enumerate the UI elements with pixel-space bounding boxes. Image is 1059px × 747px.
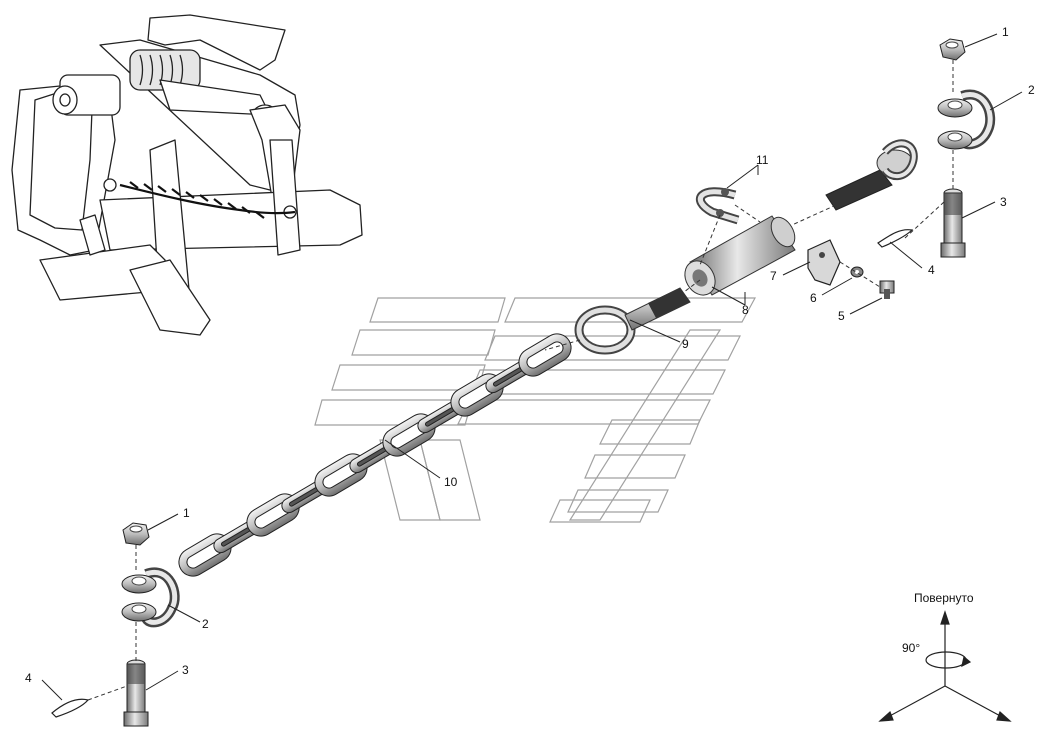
background-logo xyxy=(314,297,757,523)
pin-3-right xyxy=(940,188,966,258)
lock-7 xyxy=(807,239,841,286)
nut-1-left xyxy=(122,522,150,546)
cotter-pin-4-left xyxy=(51,698,90,718)
shackle-2-right xyxy=(937,89,996,150)
callout-1-right: 1 xyxy=(1002,25,1009,39)
chain xyxy=(178,333,572,577)
rotation-label: Повернуто xyxy=(914,591,974,605)
callout-7: 7 xyxy=(770,269,777,283)
leader-lines xyxy=(41,33,1023,701)
tractor-hitch-inset xyxy=(11,14,363,336)
callout-3-left: 3 xyxy=(182,663,189,677)
callout-4-left: 4 xyxy=(25,671,32,685)
washer-6 xyxy=(850,266,864,278)
callout-9: 9 xyxy=(682,337,689,351)
callout-1-left: 1 xyxy=(183,506,190,520)
callout-2-left: 2 xyxy=(202,617,209,631)
rotation-axis-icon xyxy=(878,610,1012,722)
callout-3-right: 3 xyxy=(1000,195,1007,209)
callout-8: 8 xyxy=(742,303,749,317)
callout-labels: 1 2 3 4 5 6 7 8 9 10 11 1 2 3 4 xyxy=(25,25,1035,685)
sleeve-8 xyxy=(684,215,796,296)
assembly-lines xyxy=(87,60,954,701)
bolt-5 xyxy=(879,280,895,299)
shackle-2-left xyxy=(121,567,180,628)
pin-3-left xyxy=(123,659,149,727)
eye-bolt xyxy=(825,139,918,211)
clip-11 xyxy=(695,187,740,225)
callout-6: 6 xyxy=(810,291,817,305)
rotation-angle: 90° xyxy=(902,641,920,655)
inset-chain xyxy=(119,181,296,219)
callout-2-right: 2 xyxy=(1028,83,1035,97)
shackle-bolt-9 xyxy=(574,287,691,355)
callout-5: 5 xyxy=(838,309,845,323)
rotation-indicator: Повернуто 90° xyxy=(878,591,1012,722)
callout-11: 11 xyxy=(756,153,769,167)
callout-10: 10 xyxy=(444,475,458,489)
nut-1-right xyxy=(939,38,966,61)
chain-link xyxy=(518,333,572,377)
callout-4-right: 4 xyxy=(928,263,935,277)
cotter-pin-4-right xyxy=(877,229,914,248)
